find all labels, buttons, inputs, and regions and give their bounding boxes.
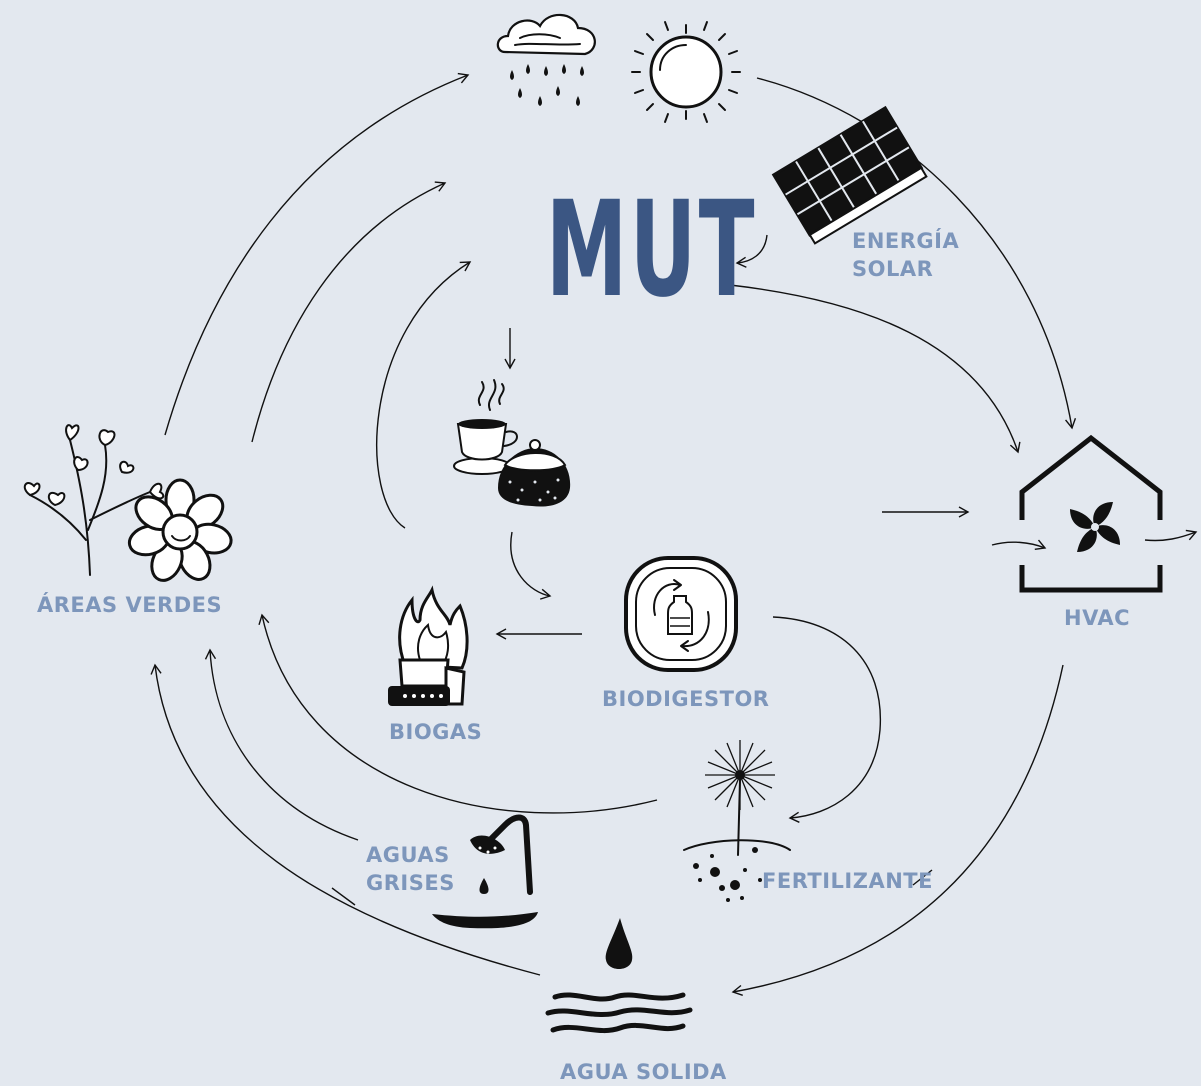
flow-arrows [150,72,1198,996]
biodigestor-bottle-icon [624,556,738,672]
dandelion-soil-icon [683,740,791,902]
label-agua-solida: AGUA SOLIDA [560,1060,727,1084]
arrow-agua-to-grises [331,887,356,906]
solar-panel-icon [771,105,928,245]
arrow-agua-to-areas [150,663,541,976]
arrow-hvac-to-agua [731,664,1064,996]
plants-flower-icon [23,424,233,582]
house-fan-icon [1019,434,1163,593]
sun-icon [631,21,741,123]
label-aguas-line-1: AGUAS [366,843,450,867]
rain-cloud-icon [496,13,596,106]
arrow-hvac-to-fertilizante [912,869,933,886]
coffee-cake-icon [453,379,571,507]
label-energia-line-1: ENERGÍA [852,229,960,253]
arrow-air-in [991,539,1047,550]
label-biogas: BIOGAS [389,720,483,744]
arrow-solar-to-mut [735,234,768,268]
shower-icon [432,814,538,929]
arrow-coffee-to-mut-inner [376,261,472,529]
arrow-fertilizante-to-areas [258,613,658,814]
arrow-coffee-to-biodigestor [510,531,552,600]
label-hvac: HVAC [1064,606,1131,630]
arrow-mut-to-hvac [729,284,1021,454]
label-energia-line-2: SOLAR [852,257,934,281]
arrow-aguas-grises-to-areas [204,648,359,841]
label-areas-verdes: ÁREAS VERDES [37,593,223,617]
arrow-areas-to-mut-outer [251,181,447,443]
page-title: MUT [545,173,758,327]
label-aguas-grises: AGUAS GRISES [366,841,455,897]
arrow-areas-to-weather [164,72,470,436]
water-drop-waves-icon [545,918,693,1034]
label-fertilizante: FERTILIZANTE [762,869,933,893]
arrow-sun-to-hvac [756,77,1077,430]
fire-icon [388,585,469,706]
arrow-biodigestor-to-fertilizante [772,616,882,823]
arrow-air-out [1144,529,1198,542]
label-biodigestor: BIODIGESTOR [602,687,770,711]
label-aguas-line-2: GRISES [366,871,455,895]
label-energia-solar: ENERGÍA SOLAR [852,227,959,283]
